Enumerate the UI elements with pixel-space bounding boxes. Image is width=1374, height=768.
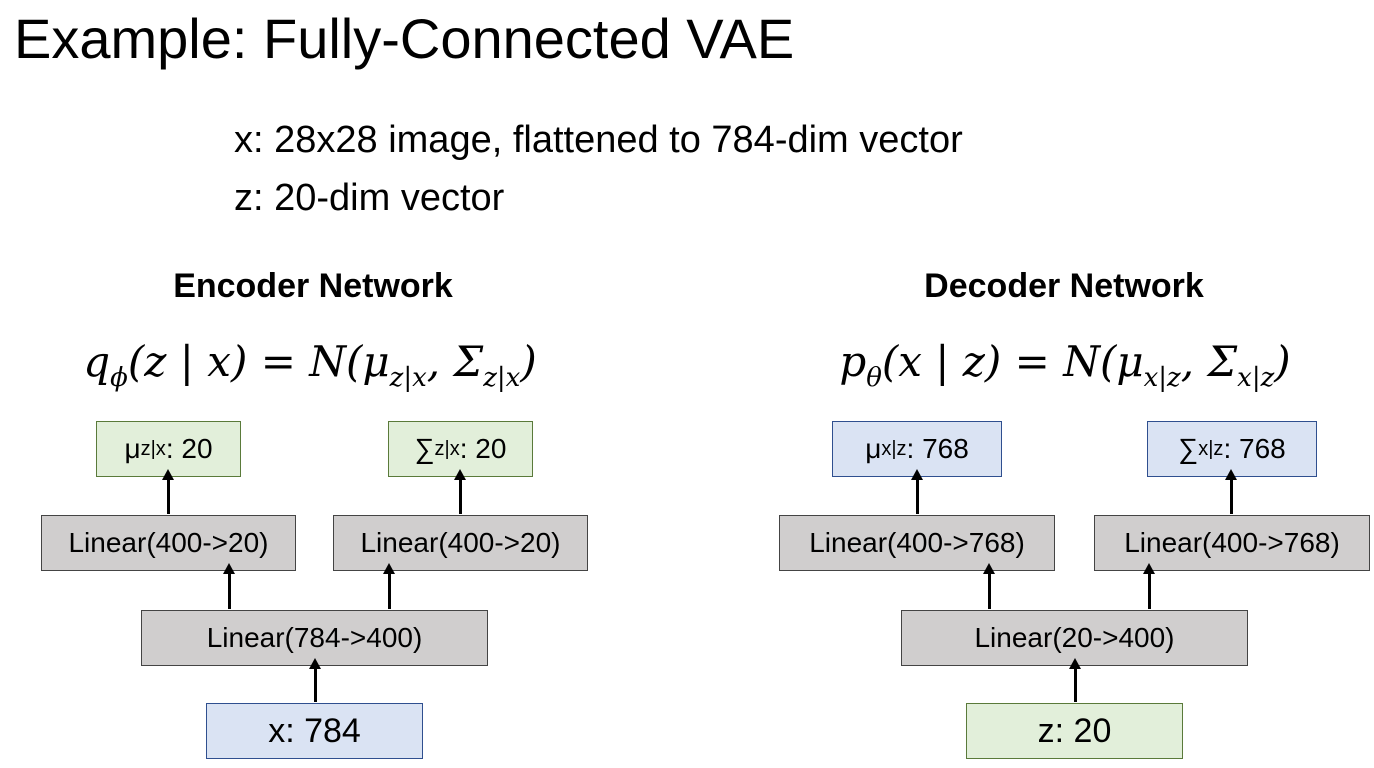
slide-title: Example: Fully-Connected VAE (14, 7, 795, 70)
encoder-arrow-left (223, 563, 235, 609)
decoder-input-box: z: 20 (966, 703, 1183, 759)
decoder-sigma-box: ∑x|z: 768 (1147, 421, 1317, 477)
decoder-arrow-mu (911, 469, 923, 514)
encoder-formula: qϕ(z | x) = N(μz|x, Σz|x) (83, 337, 537, 393)
encoder-linear-left: Linear(400->20) (41, 515, 296, 571)
decoder-arrow-right (1143, 563, 1155, 609)
decoder-heading: Decoder Network (924, 267, 1204, 305)
description-x: x: 28x28 image, flattened to 784-dim vec… (234, 119, 963, 161)
decoder-linear-right: Linear(400->768) (1094, 515, 1370, 571)
encoder-arrow-sigma (454, 469, 466, 514)
encoder-arrow-mu (162, 469, 174, 514)
decoder-linear-left: Linear(400->768) (779, 515, 1055, 571)
encoder-arrow-right (383, 563, 395, 609)
encoder-linear-right: Linear(400->20) (333, 515, 588, 571)
encoder-sigma-box: ∑z|x: 20 (388, 421, 533, 477)
decoder-arrow-sigma (1225, 469, 1237, 514)
decoder-arrow-input (1069, 658, 1081, 702)
encoder-arrow-input (309, 658, 321, 702)
description-z: z: 20-dim vector (234, 177, 505, 219)
encoder-heading: Encoder Network (173, 267, 453, 305)
decoder-linear-shared: Linear(20->400) (901, 610, 1248, 666)
decoder-formula: pθ(x | z) = N(μx|z, Σx|z) (839, 337, 1291, 393)
decoder-arrow-left (983, 563, 995, 609)
encoder-linear-shared: Linear(784->400) (141, 610, 488, 666)
encoder-input-box: x: 784 (206, 703, 423, 759)
